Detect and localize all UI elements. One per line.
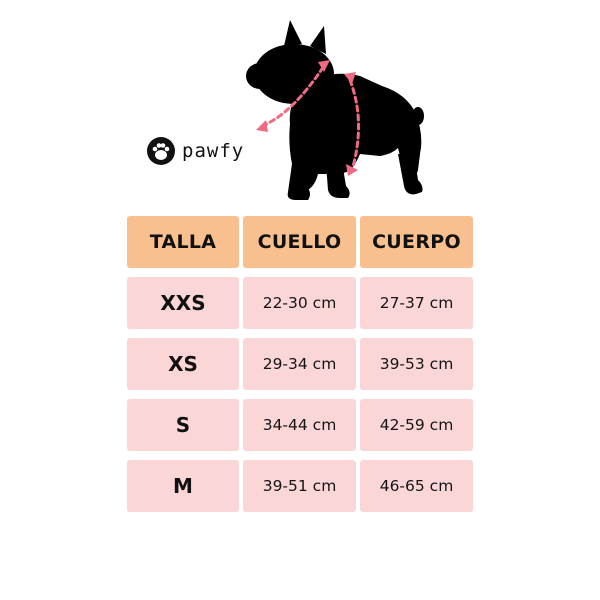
brand: pawfy bbox=[146, 136, 244, 166]
paw-icon bbox=[147, 137, 175, 165]
size-label: S bbox=[175, 413, 191, 437]
size-label: XXS bbox=[160, 291, 206, 315]
neck-measure: 29-34 cm bbox=[262, 355, 337, 373]
size-table: TALLA CUELLO CUERPO XXS 22-30 cm 27-37 c… bbox=[127, 216, 473, 512]
table-row-size: M bbox=[127, 460, 239, 512]
header-cuerpo: CUERPO bbox=[360, 216, 473, 268]
measuring-arrow-icon bbox=[260, 64, 326, 128]
table-row-body: 42-59 cm bbox=[360, 399, 473, 451]
table-row-size: S bbox=[127, 399, 239, 451]
neck-measure: 39-51 cm bbox=[262, 477, 337, 495]
body-measure: 39-53 cm bbox=[379, 355, 454, 373]
table-row-neck: 29-34 cm bbox=[243, 338, 356, 390]
table-row-neck: 34-44 cm bbox=[243, 399, 356, 451]
brand-name: pawfy bbox=[182, 140, 245, 162]
body-measure: 46-65 cm bbox=[379, 477, 454, 495]
table-row-body: 27-37 cm bbox=[360, 277, 473, 329]
french-bulldog-silhouette-icon bbox=[246, 20, 424, 200]
size-label: M bbox=[173, 474, 193, 498]
header-talla: TALLA bbox=[127, 216, 239, 268]
header-cuello: CUELLO bbox=[243, 216, 356, 268]
table-row-neck: 39-51 cm bbox=[243, 460, 356, 512]
size-label: XS bbox=[168, 352, 198, 376]
table-row-body: 39-53 cm bbox=[360, 338, 473, 390]
table-row-size: XS bbox=[127, 338, 239, 390]
table-row-neck: 22-30 cm bbox=[243, 277, 356, 329]
neck-measure: 34-44 cm bbox=[262, 416, 337, 434]
table-row-body: 46-65 cm bbox=[360, 460, 473, 512]
body-measure: 42-59 cm bbox=[379, 416, 454, 434]
neck-measure: 22-30 cm bbox=[262, 294, 337, 312]
body-measure: 27-37 cm bbox=[379, 294, 454, 312]
table-row-size: XXS bbox=[127, 277, 239, 329]
